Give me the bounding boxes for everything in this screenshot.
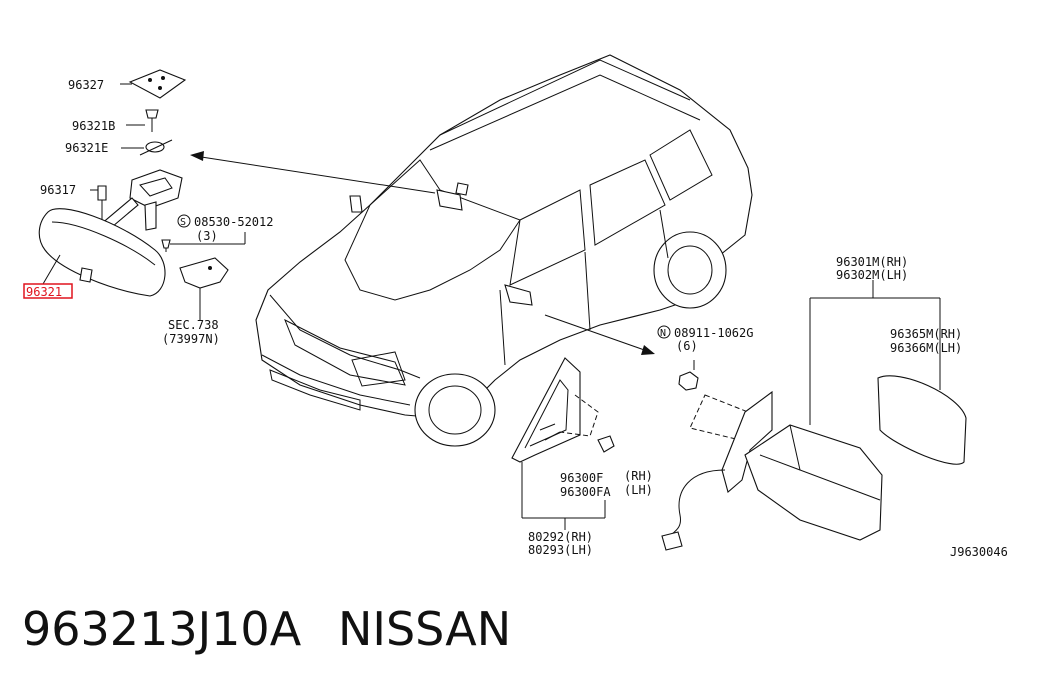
label-96327: 96327 — [68, 78, 104, 92]
brand-title: NISSAN — [338, 602, 511, 656]
diagram-code: J9630046 — [950, 545, 1008, 559]
label-96365M: 96365M(RH) — [890, 327, 962, 341]
label-96300F-side: (RH) — [624, 469, 653, 483]
n-symbol-letter: N — [660, 328, 666, 339]
label-96300F: 96300F — [560, 471, 603, 485]
label-08911-qty: (6) — [676, 339, 698, 353]
label-96302M: 96302M(LH) — [836, 268, 908, 282]
interior-mirror-assembly — [38, 69, 246, 320]
label-96300FA: 96300FA — [560, 485, 611, 499]
highlight-box-96321 — [23, 283, 73, 299]
label-80292: 80292(RH) — [528, 530, 593, 544]
label-73997N: (73997N) — [162, 332, 220, 346]
label-08530-qty: (3) — [196, 229, 218, 243]
label-96301M: 96301M(RH) — [836, 255, 908, 269]
door-mirror-assembly — [661, 280, 967, 551]
callout-labels: 96327 96321B 96321E 96317 96321 S 08530-… — [23, 78, 1008, 559]
label-sec738: SEC.738 — [168, 318, 219, 332]
footer: 963213J10A NISSAN — [22, 602, 511, 656]
label-96317: 96317 — [40, 183, 76, 197]
label-96366M: 96366M(LH) — [890, 341, 962, 355]
pointer-arrows — [190, 151, 655, 355]
n-symbol-icon — [657, 325, 671, 339]
label-96300FA-side: (LH) — [624, 483, 653, 497]
label-96321B: 96321B — [72, 119, 115, 133]
part-number-title: 963213J10A — [22, 602, 302, 656]
label-96321E: 96321E — [65, 141, 108, 155]
label-96321[interactable]: 96321 — [26, 285, 62, 299]
s-symbol-letter: S — [180, 217, 186, 228]
vehicle-drawing — [255, 54, 753, 447]
label-08911-1062G: 08911-1062G — [674, 326, 753, 340]
label-80293: 80293(LH) — [528, 543, 593, 557]
door-corner-trim — [511, 357, 615, 530]
s-symbol-icon — [177, 214, 191, 228]
label-08530-52012: 08530-52012 — [194, 215, 273, 229]
